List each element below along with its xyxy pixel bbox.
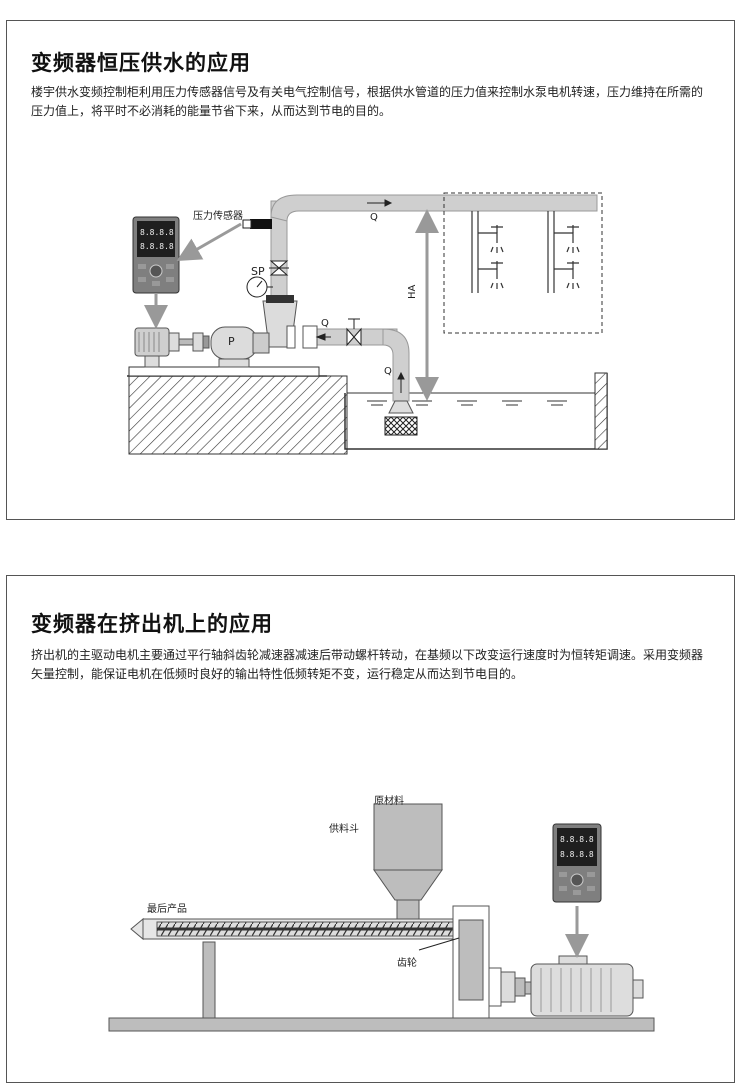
hopper-icon	[373, 803, 443, 921]
label-final-product: 最后产品	[147, 904, 187, 915]
label-pressure-sensor: 压力传感器	[193, 211, 243, 222]
label-flow-top: Q	[370, 212, 378, 223]
extruder-diagram: 8.8.8.8 8.8.8.8	[108, 803, 655, 1032]
pipe-network	[270, 194, 598, 402]
section-water-supply: 变频器恒压供水的应用 楼宇供水变频控制柜利用压力传感器信号及有关电气控制信号，根…	[6, 20, 735, 520]
pressure-sensor-icon	[250, 219, 272, 229]
pump-base-plate	[128, 366, 320, 377]
barrel-support	[202, 941, 216, 1019]
coupling-icon	[178, 332, 210, 352]
label-pump: P	[228, 335, 235, 348]
gearbox-icon	[452, 905, 490, 1019]
gate-valve-vertical	[269, 260, 289, 276]
ground-foundation	[128, 375, 348, 455]
motor-icon	[134, 327, 180, 368]
svg-text:8.8.8.8: 8.8.8.8	[560, 835, 594, 844]
inverter-device: 8.8.8.8 8.8.8.8	[552, 823, 602, 903]
water-supply-diagram: 8.8.8.8 8.8.8.8	[127, 192, 608, 455]
section-extruder: 变频器在挤出机上的应用 挤出机的主驱动电机主要通过平行轴斜齿轮减速器减速后带动螺…	[6, 575, 735, 1083]
svg-text:8.8.8.8: 8.8.8.8	[560, 850, 594, 859]
inverter-device: 8.8.8.8 8.8.8.8	[132, 216, 180, 294]
suction-strainer	[384, 416, 418, 436]
building-outline	[443, 192, 603, 334]
flange-top	[266, 295, 294, 303]
machine-base	[108, 1017, 655, 1032]
section-title: 变频器在挤出机上的应用	[31, 612, 273, 636]
label-sp: SP	[251, 265, 265, 278]
label-flow-mid: Q	[321, 318, 329, 329]
svg-text:8.8.8.8: 8.8.8.8	[140, 242, 174, 251]
section-description: 挤出机的主驱动电机主要通过平行轴斜齿轮减速器减速后带动螺杆转动，在基频以下改变运…	[31, 648, 704, 681]
label-raw-material: 原材料	[374, 796, 404, 807]
svg-text:8.8.8.8: 8.8.8.8	[140, 228, 174, 237]
gate-valve-horizontal	[346, 318, 362, 347]
section-description: 楼宇供水变频控制柜利用压力传感器信号及有关电气控制信号，根据供水管道的压力值来控…	[31, 85, 704, 118]
flange-outlet	[302, 325, 318, 349]
label-hopper: 供料斗	[329, 824, 359, 835]
pump-icon	[210, 326, 270, 368]
taps-icon	[471, 211, 580, 293]
water-tank	[344, 373, 608, 450]
label-gear: 齿轮	[397, 958, 417, 969]
section-title: 变频器恒压供水的应用	[31, 51, 251, 75]
label-height: HA	[407, 284, 418, 299]
coupling-icon	[488, 967, 526, 1007]
motor-icon	[524, 955, 644, 1017]
label-flow-rise: Q	[384, 366, 392, 377]
tank-wall	[594, 372, 608, 450]
